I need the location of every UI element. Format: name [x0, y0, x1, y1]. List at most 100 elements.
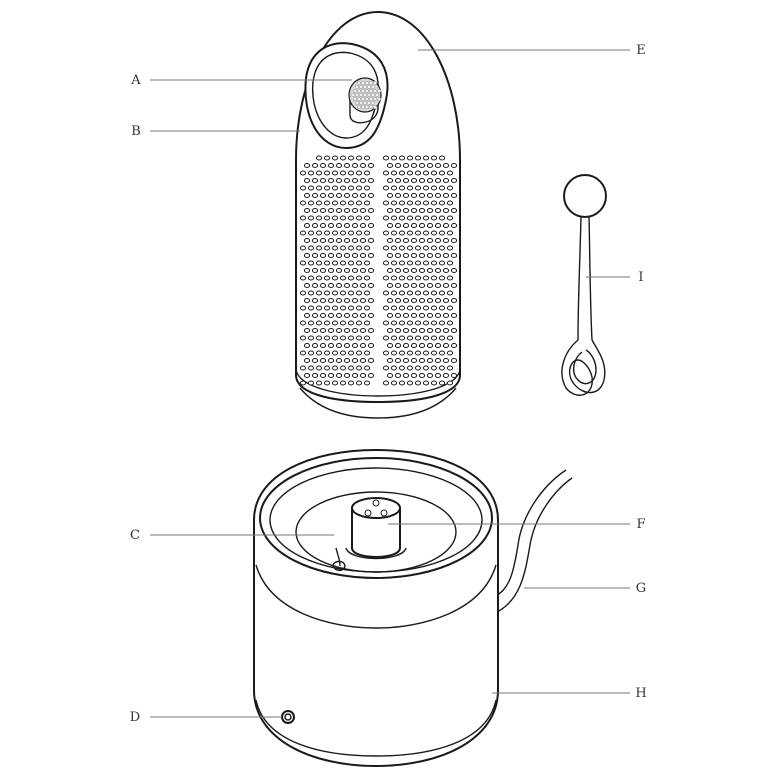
mesh-hole: [319, 283, 327, 288]
mesh-hole: [331, 200, 339, 206]
mesh-hole: [402, 358, 410, 363]
mesh-hole: [359, 328, 367, 333]
mesh-hole: [339, 245, 347, 251]
base-opening-inner: [295, 491, 457, 573]
mesh-hole: [347, 335, 355, 341]
mesh-hole: [390, 230, 398, 236]
mesh-hole: [418, 223, 426, 228]
mesh-hole: [430, 305, 438, 311]
mesh-hole: [335, 238, 343, 243]
mesh-hole: [442, 238, 450, 243]
mesh-hole: [311, 178, 319, 183]
sensor-bead: [370, 100, 376, 106]
mesh-hole: [406, 185, 414, 191]
mesh-hole: [402, 223, 410, 228]
base-connector-post: [345, 497, 407, 560]
mesh-hole: [422, 380, 430, 386]
mesh-hole: [311, 238, 319, 243]
mesh-hole: [315, 260, 323, 266]
mesh-hole: [319, 313, 327, 318]
callout-label-I: I: [638, 270, 643, 285]
mesh-hole: [410, 343, 418, 348]
mesh-hole: [450, 358, 458, 363]
mesh-hole: [398, 320, 406, 326]
mesh-hole: [382, 230, 390, 236]
mesh-hole: [394, 358, 402, 363]
mesh-hole: [335, 268, 343, 273]
mesh-hole: [351, 223, 359, 228]
mesh-hole: [339, 380, 347, 386]
mesh-hole: [315, 380, 323, 386]
mesh-hole: [299, 335, 307, 341]
mesh-hole: [446, 230, 454, 236]
mesh-hole: [339, 155, 347, 161]
mesh-hole: [339, 290, 347, 296]
mesh-hole: [406, 380, 414, 386]
mesh-hole: [347, 275, 355, 281]
sensor-bead: [364, 88, 370, 94]
mesh-hole: [339, 365, 347, 371]
mesh-hole: [394, 373, 402, 378]
mesh-hole: [327, 358, 335, 363]
mesh-hole: [343, 193, 351, 198]
mesh-hole: [406, 335, 414, 341]
mesh-hole: [367, 223, 375, 228]
mesh-hole: [327, 313, 335, 318]
mesh-hole: [382, 305, 390, 311]
mesh-hole: [299, 215, 307, 221]
mesh-hole: [382, 260, 390, 266]
sensor-bead: [370, 92, 376, 98]
mesh-hole: [323, 260, 331, 266]
mesh-hole: [398, 350, 406, 356]
mesh-hole: [343, 373, 351, 378]
sensor-bead: [350, 92, 356, 98]
mesh-hole: [418, 358, 426, 363]
mesh-hole: [382, 380, 390, 386]
mesh-hole: [355, 275, 363, 281]
mesh-hole: [390, 380, 398, 386]
mesh-hole: [323, 170, 331, 176]
mesh-hole: [450, 373, 458, 378]
mesh-hole: [422, 260, 430, 266]
mesh-hole: [422, 155, 430, 161]
mesh-hole: [398, 290, 406, 296]
mesh-hole: [442, 193, 450, 198]
mesh-hole: [363, 170, 371, 176]
mesh-hole: [331, 155, 339, 161]
mesh-hole: [418, 343, 426, 348]
mesh-hole: [359, 268, 367, 273]
mesh-hole: [446, 215, 454, 221]
mesh-hole: [335, 328, 343, 333]
mesh-hole: [303, 343, 311, 348]
mesh-hole: [406, 350, 414, 356]
mesh-hole: [307, 350, 315, 356]
mesh-hole: [355, 245, 363, 251]
mesh-hole: [367, 298, 375, 303]
mesh-hole: [335, 178, 343, 183]
mesh-hole: [430, 245, 438, 251]
mesh-hole: [394, 223, 402, 228]
mesh-hole: [426, 193, 434, 198]
mesh-hole: [442, 328, 450, 333]
mesh-hole: [319, 178, 327, 183]
mesh-hole: [323, 155, 331, 161]
mesh-hole: [339, 320, 347, 326]
mesh-hole: [426, 328, 434, 333]
mesh-hole: [323, 290, 331, 296]
mesh-hole: [359, 373, 367, 378]
mesh-hole: [402, 253, 410, 258]
mesh-hole: [390, 320, 398, 326]
mesh-hole: [422, 215, 430, 221]
mesh-hole: [327, 298, 335, 303]
sensor-bead: [356, 88, 362, 94]
mesh-hole: [367, 343, 375, 348]
mesh-hole: [343, 223, 351, 228]
mesh-hole: [323, 245, 331, 251]
mesh-hole: [434, 373, 442, 378]
mesh-hole: [347, 230, 355, 236]
mesh-hole: [430, 215, 438, 221]
mesh-hole: [398, 260, 406, 266]
mesh-hole: [315, 305, 323, 311]
mesh-hole: [410, 208, 418, 213]
